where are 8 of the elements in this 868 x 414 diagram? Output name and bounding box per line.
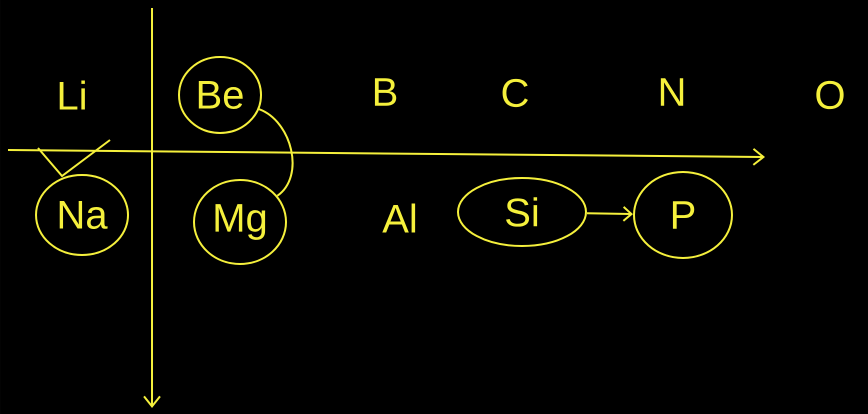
element-symbol: Al bbox=[382, 204, 416, 232]
element-symbol: B bbox=[374, 78, 396, 106]
element-symbol: C bbox=[502, 78, 528, 108]
element-symbol: N bbox=[660, 78, 684, 106]
element-symbol: Li bbox=[60, 80, 85, 110]
arrow bbox=[586, 206, 634, 222]
element-symbol: O bbox=[816, 80, 844, 110]
connector-line bbox=[258, 108, 294, 197]
